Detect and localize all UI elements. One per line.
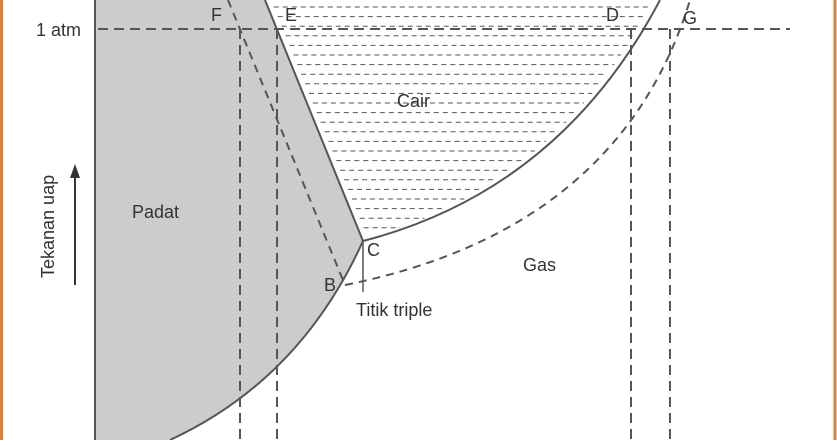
point-b-label: B: [324, 275, 336, 295]
point-g-label: G: [683, 8, 697, 28]
gas-label: Gas: [523, 255, 556, 275]
y-axis-label: Tekanan uap: [38, 175, 58, 278]
triple-point-label: Titik triple: [356, 300, 432, 320]
solid-label: Padat: [132, 202, 179, 222]
point-e-label: E: [285, 5, 297, 25]
solid-region: [95, 0, 363, 440]
one-atm-label: 1 atm: [36, 20, 81, 40]
dashed-melting-curve: [227, 0, 346, 286]
liquid-hatching: [273, 6, 651, 229]
dashed-vaporization-curve: [344, 0, 691, 286]
point-d-label: D: [606, 5, 619, 25]
point-c-label: C: [367, 240, 380, 260]
y-axis-arrow-head: [70, 164, 80, 178]
liquid-label: Cair: [397, 91, 430, 111]
melting-curve: [264, 0, 364, 242]
point-f-label: F: [211, 5, 222, 25]
sublimation-curve: [169, 240, 364, 441]
